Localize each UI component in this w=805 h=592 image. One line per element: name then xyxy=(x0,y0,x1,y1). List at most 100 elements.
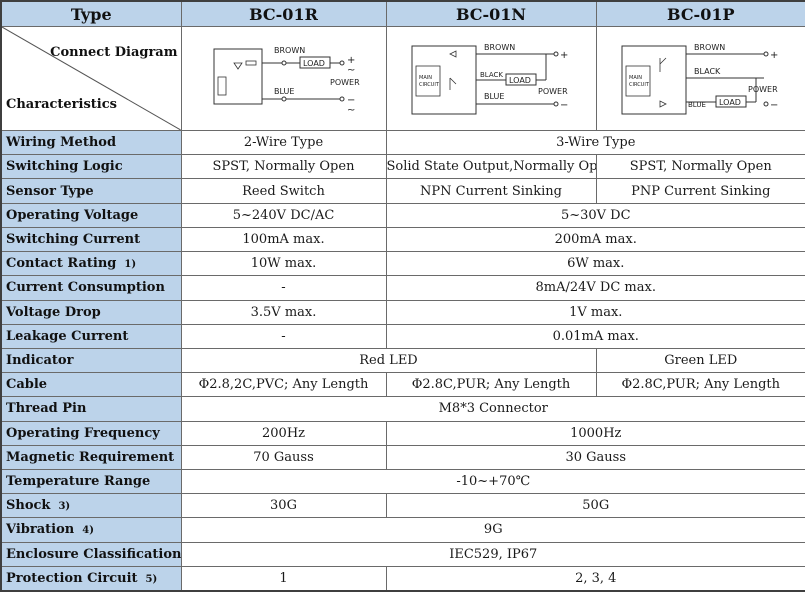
value-bc01n-bc01p: 1000Hz xyxy=(385,420,805,446)
load-label: LOAD xyxy=(303,59,325,68)
row-switching-logic: Switching Logic SPST, Normally Open Soli… xyxy=(0,154,805,180)
minus-sign: − xyxy=(770,100,778,111)
power-label: POWER xyxy=(748,85,778,94)
vibration-text: Vibration xyxy=(6,522,75,538)
row-indicator: Indicator Red LED Green LED xyxy=(0,347,805,374)
label-magnetic-requirement: Magnetic Requirement2) xyxy=(0,444,182,470)
plus-sign: + xyxy=(347,55,355,66)
black-wire-label: BLACK xyxy=(694,67,721,76)
reed-switch-icon xyxy=(217,76,226,96)
model-header-bc01p: BC-01P xyxy=(595,0,805,28)
brown-wire-label: BROWN xyxy=(274,46,305,55)
value-bc01n-bc01p: 200mA max. xyxy=(385,226,805,253)
row-wiring-method: Wiring Method 2-Wire Type 3-Wire Type xyxy=(0,130,805,156)
row-switching-current: Switching Current 100mA max. 200mA max. xyxy=(0,226,805,253)
header-row: Type BC-01R BC-01N BC-01P xyxy=(0,0,805,28)
power-label: POWER xyxy=(330,78,360,87)
label-operating-voltage: Operating Voltage xyxy=(0,202,182,228)
value-bc01r: 30G xyxy=(180,493,387,519)
corner-diagonal-line xyxy=(2,27,180,130)
blue-wire-label: BLUE xyxy=(484,92,504,101)
minus-sign: − xyxy=(560,100,568,111)
value-bc01r: 2-Wire Type xyxy=(180,130,387,156)
value-bc01n-bc01p: 3-Wire Type xyxy=(385,130,805,156)
value-bc01r: 200Hz xyxy=(180,420,387,446)
transistor-icon xyxy=(659,57,667,64)
diode-icon xyxy=(449,49,457,58)
label-switching-current: Switching Current xyxy=(0,226,182,253)
value-bc01p: SPST, Normally Open xyxy=(595,154,805,180)
type-header: Type xyxy=(0,0,182,28)
value-bc01n-bc01p: 8mA/24V DC max. xyxy=(385,275,805,301)
value-bc01r: - xyxy=(180,275,387,301)
label-enclosure-classification: Enclosure Classification xyxy=(0,541,182,567)
transistor-icon xyxy=(449,77,457,84)
label-temperature-range: Temperature Range xyxy=(0,468,182,495)
value-all-models: 9G xyxy=(180,517,805,543)
row-leakage-current: Leakage Current - 0.01mA max. xyxy=(0,323,805,349)
value-bc01r: 5~240V DC/AC xyxy=(180,202,387,228)
main-circuit-label-line1: MAIN xyxy=(419,75,432,81)
wiring-diagram-bc01n: MAIN CIRCUIT BROWN BLACK LOAD BLUE + POW… xyxy=(385,26,597,132)
diode-icon xyxy=(659,99,667,108)
connect-diagram-label: Connect Diagram xyxy=(50,45,178,61)
label-cable: Cable xyxy=(0,372,182,398)
wiring-diagram-bc01p: MAIN CIRCUIT BROWN BLACK BLUE LOAD + POW… xyxy=(595,26,805,132)
npn-wiring-diagram: MAIN CIRCUIT BROWN BLACK LOAD BLUE + POW… xyxy=(411,43,568,115)
wiring-diagram-bc01r: LOAD BROWN BLUE + ~ POWER − ~ xyxy=(180,26,387,132)
value-bc01r-bc01n: Red LED xyxy=(180,347,597,374)
contact-rating-text: Contact Rating xyxy=(6,256,117,272)
value-all-models: M8*3 Connector xyxy=(180,396,805,422)
label-contact-rating: Contact Rating 1) xyxy=(0,251,182,277)
label-current-consumption: Current Consumption xyxy=(0,275,182,301)
footnote-ref: 4) xyxy=(82,525,94,537)
value-bc01r: Reed Switch xyxy=(180,178,387,204)
footnote-ref: 1) xyxy=(124,259,137,271)
value-bc01p: PNP Current Sinking xyxy=(595,178,805,204)
row-operating-frequency: Operating Frequency 200Hz 1000Hz xyxy=(0,420,805,446)
blue-wire-label: BLUE xyxy=(274,87,294,96)
label-leakage-current: Leakage Current xyxy=(0,323,182,349)
row-thread-pin: Thread Pin M8*3 Connector xyxy=(0,396,805,422)
main-circuit-label-line1: MAIN xyxy=(629,75,642,81)
model-header-bc01r: BC-01R xyxy=(180,0,387,28)
label-vibration: Vibration 4) xyxy=(0,517,182,543)
power-label: POWER xyxy=(538,87,568,96)
label-thread-pin: Thread Pin xyxy=(0,396,182,422)
value-bc01n-bc01p: 30 Gauss xyxy=(385,444,805,470)
value-bc01r: - xyxy=(180,323,387,349)
row-temperature-range: Temperature Range -10~+70℃ xyxy=(0,468,805,495)
row-operating-voltage: Operating Voltage 5~240V DC/AC 5~30V DC xyxy=(0,202,805,228)
tilde-sign: ~ xyxy=(347,65,355,76)
label-voltage-drop: Voltage Drop xyxy=(0,299,182,325)
value-all-models: IEC529, IP67 xyxy=(180,541,805,567)
value-bc01n-bc01p: 0.01mA max. xyxy=(385,323,805,349)
value-bc01p: Φ2.8C,PUR; Any Length xyxy=(595,372,805,398)
value-bc01r: 3.5V max. xyxy=(180,299,387,325)
blue-wire-label: BLUE xyxy=(688,101,706,109)
footnote-ref: 5) xyxy=(145,573,158,585)
tilde-sign-2: ~ xyxy=(347,105,355,116)
row-sensor-type: Sensor Type Reed Switch NPN Current Sink… xyxy=(0,178,805,204)
row-voltage-drop: Voltage Drop 3.5V max. 1V max. xyxy=(0,299,805,325)
value-bc01r: 10W max. xyxy=(180,251,387,277)
value-bc01r: Φ2.8,2C,PVC; Any Length xyxy=(180,372,387,398)
value-bc01n: Φ2.8C,PUR; Any Length xyxy=(385,372,597,398)
label-sensor-type: Sensor Type xyxy=(0,178,182,204)
model-header-bc01n: BC-01N xyxy=(385,0,597,28)
value-bc01n-bc01p: 50G xyxy=(385,493,805,519)
brown-wire-label: BROWN xyxy=(694,43,725,52)
value-bc01r: SPST, Normally Open xyxy=(180,154,387,180)
row-vibration: Vibration 4) 9G xyxy=(0,517,805,543)
value-bc01n-bc01p: 5~30V DC xyxy=(385,202,805,228)
value-bc01r: 1 xyxy=(180,565,387,592)
value-bc01p: Green LED xyxy=(595,347,805,374)
row-current-consumption: Current Consumption - 8mA/24V DC max. xyxy=(0,275,805,301)
magnetic-requirement-text: Magnetic Requirement xyxy=(6,449,175,465)
value-bc01n: NPN Current Sinking xyxy=(385,178,597,204)
